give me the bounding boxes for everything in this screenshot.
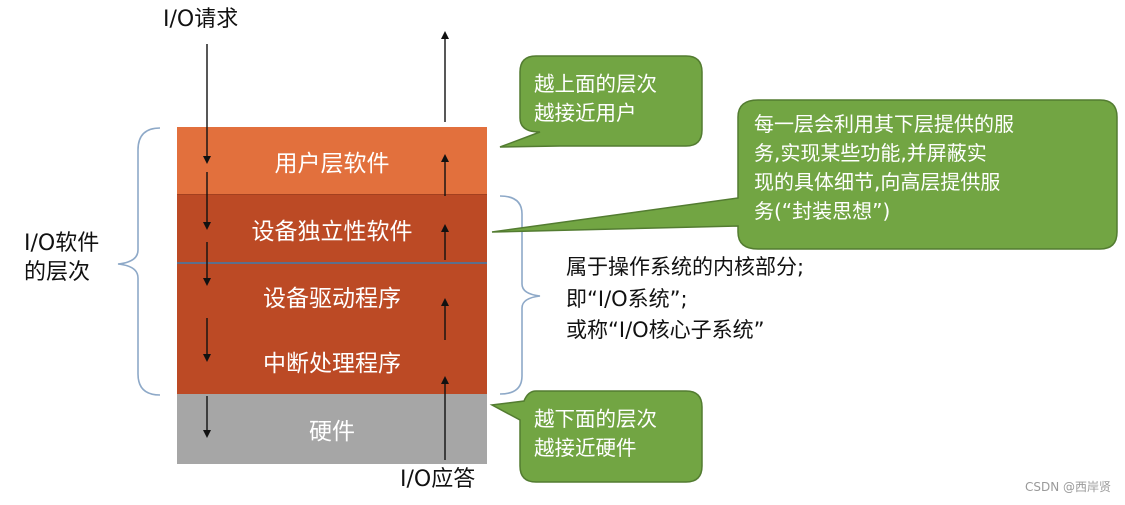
callout-middle-line-2: 务,实现某些功能,并屏蔽实 xyxy=(754,141,987,165)
callout-top-line-1: 越上面的层次 xyxy=(534,72,657,96)
callout-middle-line-3: 现的具体细节,向高层提供服 xyxy=(754,170,1001,194)
callout-middle-line-1: 每一层会利用其下层提供的服 xyxy=(754,112,1014,136)
kernel-note-line-1: 属于操作系统的内核部分; xyxy=(566,255,805,279)
callout-middle-line-4: 务(“封装思想”) xyxy=(754,199,891,223)
kernel-note: 属于操作系统的内核部分; 即“I/O系统”; 或称“I/O核心子系统” xyxy=(566,252,804,347)
callout-top-line-2: 越接近用户 xyxy=(534,100,637,125)
callout-bottom-line-1: 越下面的层次 xyxy=(534,407,657,431)
layer-interrupt-handler: 中断处理程序 xyxy=(177,328,487,394)
side-label-line-1: I/O软件 xyxy=(24,231,100,256)
callout-bottom-text: 越下面的层次 越接近硬件 xyxy=(534,405,657,462)
left-brace xyxy=(117,127,161,396)
layer-interrupt-handler-label: 中断处理程序 xyxy=(263,351,401,377)
layer-device-driver-label: 设备驱动程序 xyxy=(263,286,401,312)
right-brace xyxy=(499,195,541,395)
layer-user-software: 用户层软件 xyxy=(177,127,487,194)
io-response-label: I/O应答 xyxy=(400,467,476,492)
callout-top-text: 越上面的层次 越接近用户 xyxy=(534,70,657,127)
callout-bottom-line-2: 越接近硬件 xyxy=(534,435,637,460)
callout-middle-text: 每一层会利用其下层提供的服 务,实现某些功能,并屏蔽实 现的具体细节,向高层提供… xyxy=(754,110,1014,226)
kernel-note-line-3: 或称“I/O核心子系统” xyxy=(566,318,765,342)
layer-device-driver: 设备驱动程序 xyxy=(177,262,487,328)
layer-device-independent-software: 设备独立性软件 xyxy=(177,194,487,262)
layer-hardware: 硬件 xyxy=(177,394,487,464)
watermark: CSDN @西岸贤 xyxy=(1024,480,1111,494)
callout-bottom-bubble xyxy=(489,390,703,483)
callout-top-bubble xyxy=(499,55,703,148)
layer-device-independent-label: 设备独立性软件 xyxy=(251,218,413,245)
callout-middle-bubble xyxy=(491,99,1118,250)
layer-user-software-label: 用户层软件 xyxy=(274,150,390,177)
io-software-levels-label: I/O软件 的层次 xyxy=(24,230,99,287)
io-request-label: I/O请求 xyxy=(163,7,239,32)
kernel-note-line-2: 即“I/O系统”; xyxy=(566,286,688,311)
side-label-line-2: 的层次 xyxy=(24,259,91,285)
layer-hardware-label: 硬件 xyxy=(309,419,355,445)
